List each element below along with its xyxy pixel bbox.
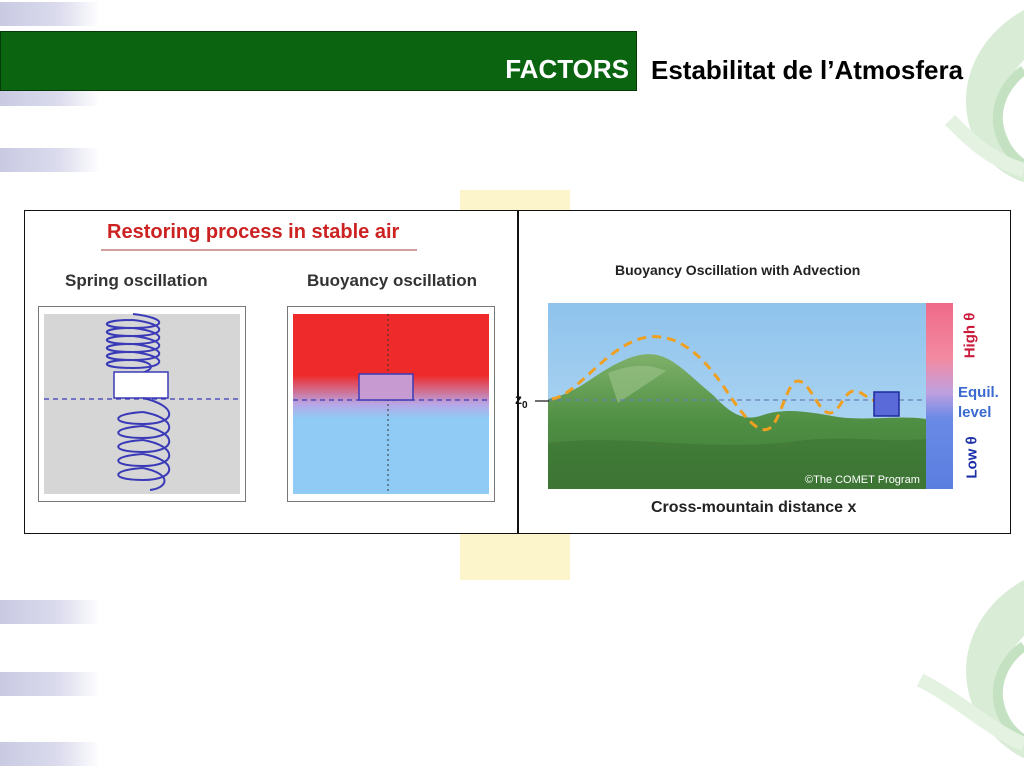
z-subscript: 0 (522, 399, 528, 411)
figure-image: Restoring process in stable air Spring o… (24, 210, 1011, 534)
z0-tick (535, 400, 549, 402)
spring-coil-upper (106, 313, 161, 375)
decor-stripe-left-3 (0, 148, 100, 172)
theta-color-scale (926, 303, 953, 489)
high-theta-label: High θ (961, 312, 979, 359)
copyright-text: ©The COMET Program (805, 474, 920, 486)
decor-stripe-left-5 (0, 672, 100, 696)
figure-divider (517, 211, 519, 533)
buoyancy-oscillation-title: Buoyancy oscillation (307, 271, 478, 290)
equilibrium-level-label: Equil. level (958, 384, 999, 421)
spring-coil-lower (117, 397, 171, 491)
low-theta-label: Low θ (963, 436, 981, 479)
decor-stripe-left-4 (0, 600, 100, 624)
x-axis-label: Cross-mountain distance x (651, 499, 857, 516)
header-label: FACTORS (505, 54, 629, 84)
z0-label: z0 (515, 391, 528, 411)
right-panel-title: Buoyancy Oscillation with Advection (615, 262, 861, 278)
decor-green-swoosh-bottom (916, 580, 1024, 758)
mountain-scene (548, 303, 926, 489)
left-panel-title-underline (101, 249, 417, 251)
air-parcel (358, 373, 414, 401)
decor-yellow-glow-bottom (460, 534, 570, 580)
header-banner: FACTORS (0, 31, 637, 91)
left-panel-title: Restoring process in stable air (107, 221, 400, 243)
decor-stripe-left-1 (0, 2, 100, 26)
spring-oscillation-title: Spring oscillation (65, 271, 208, 290)
spring-mass-block (113, 371, 169, 399)
decor-stripe-left-6 (0, 742, 100, 766)
decor-green-swoosh-top (945, 10, 1024, 182)
page-title: Estabilitat de l’Atmosfera (651, 55, 964, 85)
z-label: z (515, 391, 522, 407)
buoyancy-oscillation-panel (287, 306, 495, 502)
parcel-trajectory (551, 335, 879, 432)
air-parcel-advected (873, 391, 900, 417)
spring-oscillation-panel (38, 306, 246, 502)
